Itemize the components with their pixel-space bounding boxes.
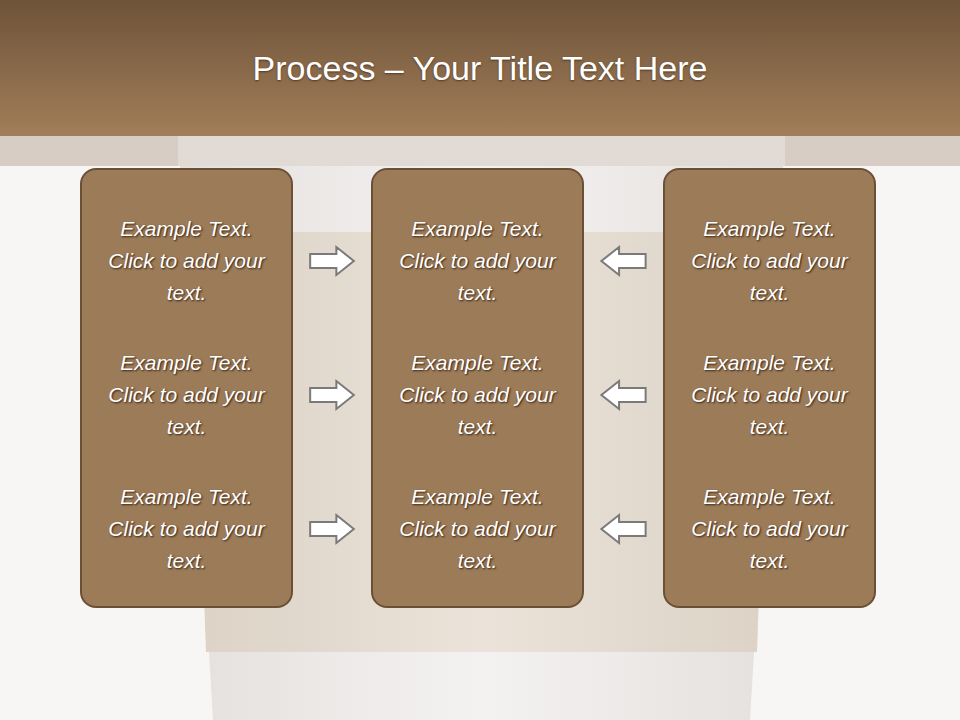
- flow-arrow: [310, 515, 354, 543]
- flow-arrow: [310, 381, 354, 409]
- box-text: Example Text. Click to add your text.: [688, 347, 852, 443]
- title-band: [0, 0, 960, 136]
- box-text: Example Text. Click to add your text.: [688, 481, 852, 577]
- flow-arrow: [601, 515, 645, 543]
- box-text: Example Text. Click to add your text.: [396, 481, 560, 577]
- box-text: Example Text. Click to add your text.: [105, 347, 269, 443]
- process-box: Example Text. Click to add your text. Exa…: [663, 168, 876, 608]
- process-box: Example Text. Click to add your text. Exa…: [371, 168, 584, 608]
- box-text: Example Text. Click to add your text.: [688, 213, 852, 309]
- box-text: Example Text. Click to add your text.: [396, 347, 560, 443]
- cup-rim: [178, 136, 785, 166]
- process-box: Example Text. Click to add your text. Exa…: [80, 168, 293, 608]
- box-text: Example Text. Click to add your text.: [105, 213, 269, 309]
- flow-arrow: [310, 247, 354, 275]
- box-text: Example Text. Click to add your text.: [396, 213, 560, 309]
- flow-arrow: [601, 247, 645, 275]
- box-text: Example Text. Click to add your text.: [105, 481, 269, 577]
- slide-title: Process – Your Title Text Here: [253, 49, 708, 88]
- flow-arrow: [601, 381, 645, 409]
- lid-strip: [0, 136, 960, 166]
- title-area: Process – Your Title Text Here: [0, 0, 960, 136]
